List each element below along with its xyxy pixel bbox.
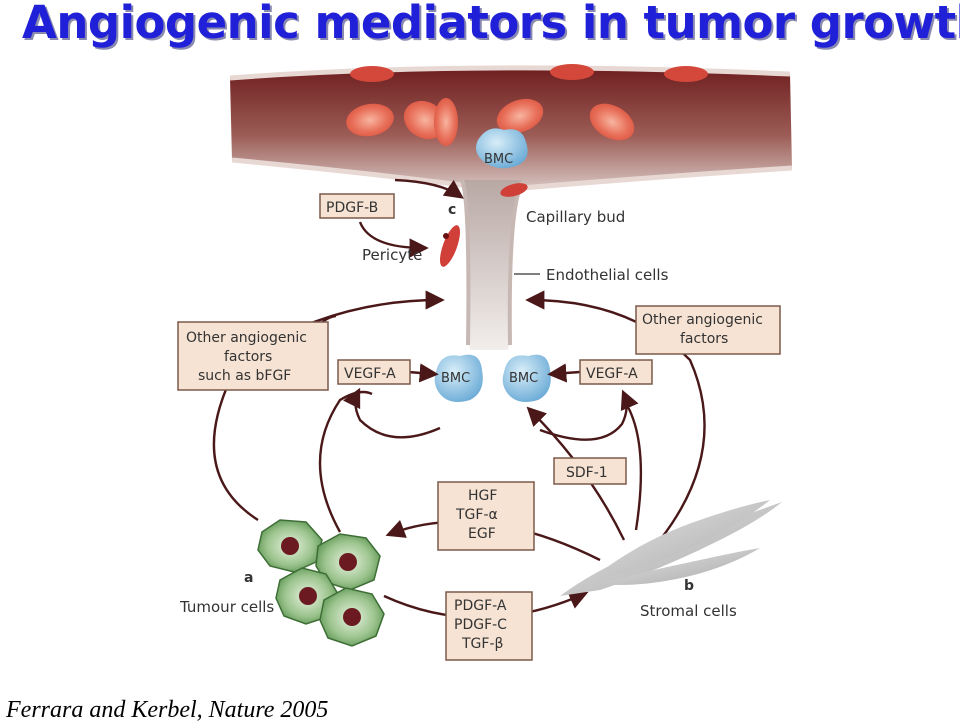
bmc-right-label: BMC <box>509 371 538 386</box>
hgf-group-line-1: HGF <box>468 488 497 504</box>
pericytes <box>440 183 528 267</box>
hgf-group-box: HGF TGF-α EGF <box>437 481 535 551</box>
bmc-left: BMC <box>434 354 483 402</box>
capillary-bud-label: Capillary bud <box>526 208 625 226</box>
bmc-right: BMC <box>502 354 551 402</box>
angiogenesis-diagram: BMC BMC BMC PDGF-B Other a <box>177 64 793 661</box>
arrow-bmc-loop-left <box>342 387 441 439</box>
arrow-pericyte <box>358 221 429 258</box>
other-factors-right-box: Other angiogenic factors <box>635 305 781 355</box>
letter-a-label: a <box>244 570 253 586</box>
arrow-pdgfb <box>394 178 464 199</box>
red-blood-cell <box>346 103 394 137</box>
pdgf-group-line-3: TGF-β <box>461 636 503 652</box>
red-blood-cells <box>346 64 708 146</box>
tumour-cells <box>257 519 385 647</box>
pericyte-label: Pericyte <box>362 246 422 264</box>
vegf-left-text: VEGF-A <box>344 366 396 382</box>
arrow-vegf-left-bmc <box>407 363 439 383</box>
stromal-cells-label: Stromal cells <box>640 602 737 620</box>
red-blood-cell <box>589 103 635 141</box>
letter-c-label: c <box>448 202 456 218</box>
arrow-stroma-vegf-right <box>622 399 643 531</box>
stromal-cells <box>560 500 782 596</box>
slide-title: Angiogenic mediators in tumor growth <box>22 0 960 49</box>
hgf-group-line-3: EGF <box>468 526 496 542</box>
other-left-line-1: Other angiogenic <box>186 330 307 346</box>
endothelial-cells-label: Endothelial cells <box>546 266 669 284</box>
pdgf-b-box: PDGF-B <box>319 193 395 219</box>
other-right-line-2: factors <box>680 331 728 347</box>
stromal-cell <box>600 548 760 585</box>
other-left-line-3: such as bFGF <box>198 368 291 384</box>
stromal-cell <box>590 500 770 580</box>
pdgf-group-box: PDGF-A PDGF-C TGF-β <box>445 591 533 661</box>
tumour-cells-label: Tumour cells <box>179 598 274 616</box>
arrow-stroma-other-right <box>525 290 706 541</box>
citation: Ferrara and Kerbel, Nature 2005 <box>6 697 329 723</box>
vegf-right-box: VEGF-A <box>579 359 653 385</box>
arrow-vegf-right-bmc <box>547 363 581 383</box>
pdgf-group-line-2: PDGF-C <box>454 617 507 633</box>
red-blood-cell <box>550 64 594 80</box>
letter-b-label: b <box>684 578 694 594</box>
bmc-left-label: BMC <box>441 371 470 386</box>
bmc-top: BMC <box>476 128 528 169</box>
other-left-line-2: factors <box>224 349 272 365</box>
red-blood-cell <box>496 98 544 134</box>
sdf1-text: SDF-1 <box>566 465 608 481</box>
other-right-line-1: Other angiogenic <box>642 312 763 328</box>
red-blood-cell <box>350 66 394 82</box>
arrow-tumour-vegf-left <box>318 390 373 533</box>
vegf-left-box: VEGF-A <box>337 359 411 385</box>
vegf-right-text: VEGF-A <box>586 366 638 382</box>
red-blood-cell <box>434 98 458 146</box>
pdgf-group-line-1: PDGF-A <box>454 598 507 614</box>
hgf-group-line-2: TGF-α <box>455 507 498 523</box>
red-blood-cell <box>664 66 708 82</box>
sdf1-box: SDF-1 <box>553 457 627 485</box>
bmc-top-label: BMC <box>484 152 513 167</box>
other-factors-left-box: Other angiogenic factors such as bFGF <box>177 321 329 391</box>
pdgf-b-text: PDGF-B <box>326 200 378 216</box>
